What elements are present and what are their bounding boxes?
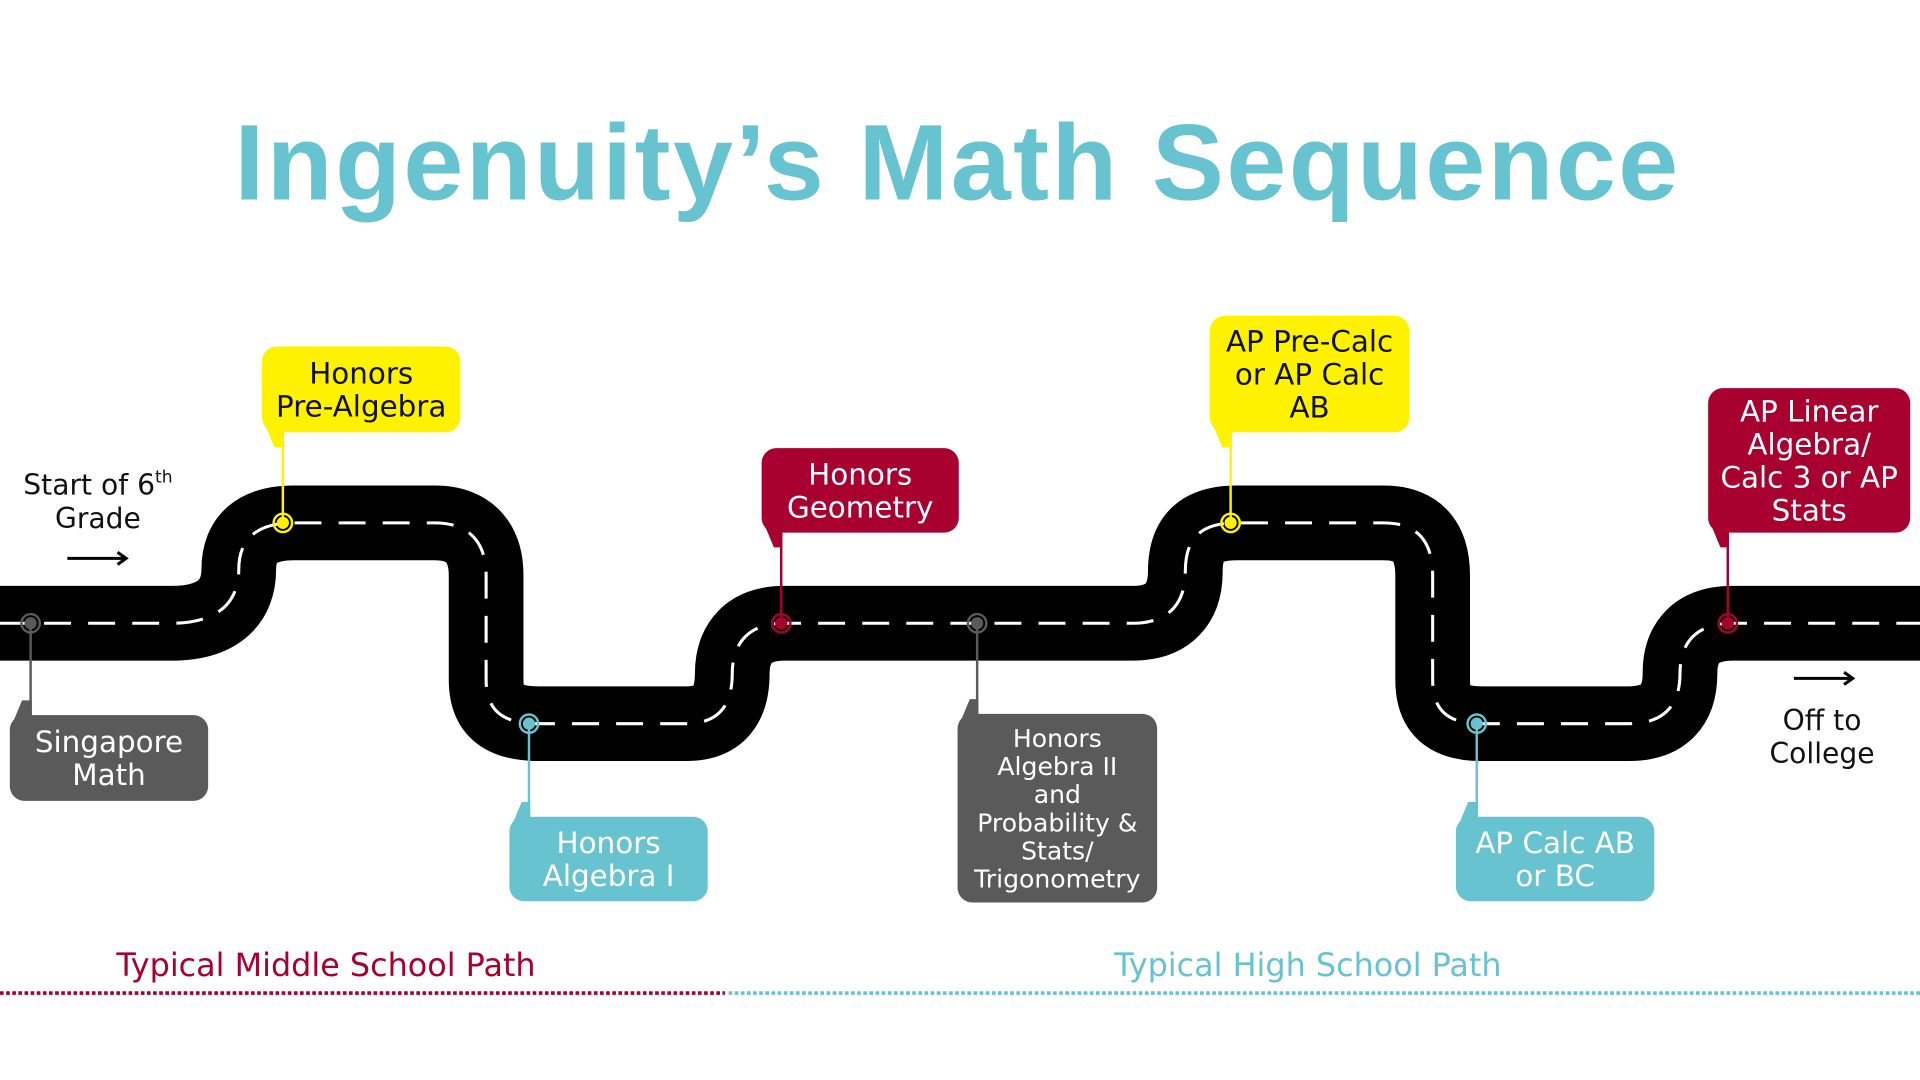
milestone-label: Honors [1013, 724, 1102, 753]
milestone-box [9, 715, 209, 801]
callout-tail [957, 699, 979, 729]
milestone-box [509, 816, 708, 902]
end-label: Off to [1783, 704, 1862, 737]
milestone-label: Geometry [787, 491, 933, 525]
arrow-right-icon [1793, 670, 1856, 686]
pin-ring-icon [20, 612, 42, 634]
milestone-label: AP Calc AB [1475, 826, 1635, 860]
pin-ring-icon [770, 612, 792, 634]
milestone-label: AP Pre-Calc [1226, 325, 1393, 359]
milestone-label: Stats [1772, 494, 1847, 528]
pin-ring-icon [518, 713, 540, 735]
milestone-label: or AP Calc [1235, 358, 1384, 392]
pin-ring-icon [1717, 612, 1739, 634]
milestones: SingaporeMathHonorsPre-AlgebraHonorsAlge… [9, 315, 1911, 903]
milestone-box [1455, 816, 1655, 902]
pin-dot-icon [276, 516, 289, 529]
callout-tail [262, 417, 285, 447]
pin-ring-icon [1220, 512, 1242, 534]
pin-dot-icon [1224, 516, 1237, 529]
pin-ring-icon [1466, 713, 1488, 735]
milestone-label: Honors [309, 356, 413, 390]
road [0, 485, 1920, 762]
start-label: Start of 6th [23, 467, 172, 501]
milestone-label: or BC [1515, 859, 1595, 893]
pin-dot-icon [1470, 717, 1483, 730]
milestone-label: Singapore [35, 725, 183, 759]
callout-tail [761, 517, 783, 548]
middle-school-path-label: Typical Middle School Path [115, 946, 535, 984]
pin-ring-icon [966, 612, 988, 634]
milestone-label: AP Linear [1740, 394, 1879, 428]
pin-dot-icon [1721, 617, 1734, 630]
page-title: Ingenuity’s Math Sequence [234, 102, 1680, 223]
pin-ring-icon [272, 512, 294, 534]
start-label-line2: Grade [55, 502, 141, 535]
end-label-line2: College [1770, 737, 1875, 770]
milestone-label: Algebra/ [1747, 427, 1871, 461]
milestone-label: Probability & [977, 808, 1137, 837]
callout-tail [1708, 517, 1729, 548]
milestone-box [262, 346, 461, 433]
milestone-label: Stats/ [1021, 836, 1094, 865]
milestone-box [761, 448, 959, 533]
callout-tail [1455, 802, 1478, 832]
milestone-label: Algebra I [543, 859, 675, 893]
pin-dot-icon [971, 617, 984, 630]
pin-dot-icon [775, 617, 788, 630]
milestone-label: Algebra II [997, 752, 1117, 781]
milestone-label: and [1034, 780, 1081, 809]
callout-tail [509, 802, 531, 832]
high-school-path-label: Typical High School Path [1113, 946, 1501, 984]
pin-dot-icon [522, 717, 536, 730]
milestone-label: AB [1289, 391, 1329, 425]
milestone-label: Honors [808, 457, 912, 491]
milestone-label: Trigonometry [973, 865, 1141, 894]
milestone-label: Honors [557, 826, 661, 860]
milestone-box [957, 713, 1158, 903]
arrow-right-icon [67, 550, 129, 566]
milestone-box [1708, 388, 1911, 533]
milestone-box [1209, 315, 1410, 433]
milestone-label: Calc 3 or AP [1720, 461, 1897, 495]
callout-tail [1209, 417, 1232, 447]
callout-tail [9, 700, 32, 730]
milestone-label: Pre-Algebra [276, 389, 446, 423]
pin-dot-icon [24, 617, 37, 630]
milestone-label: Math [72, 758, 145, 792]
